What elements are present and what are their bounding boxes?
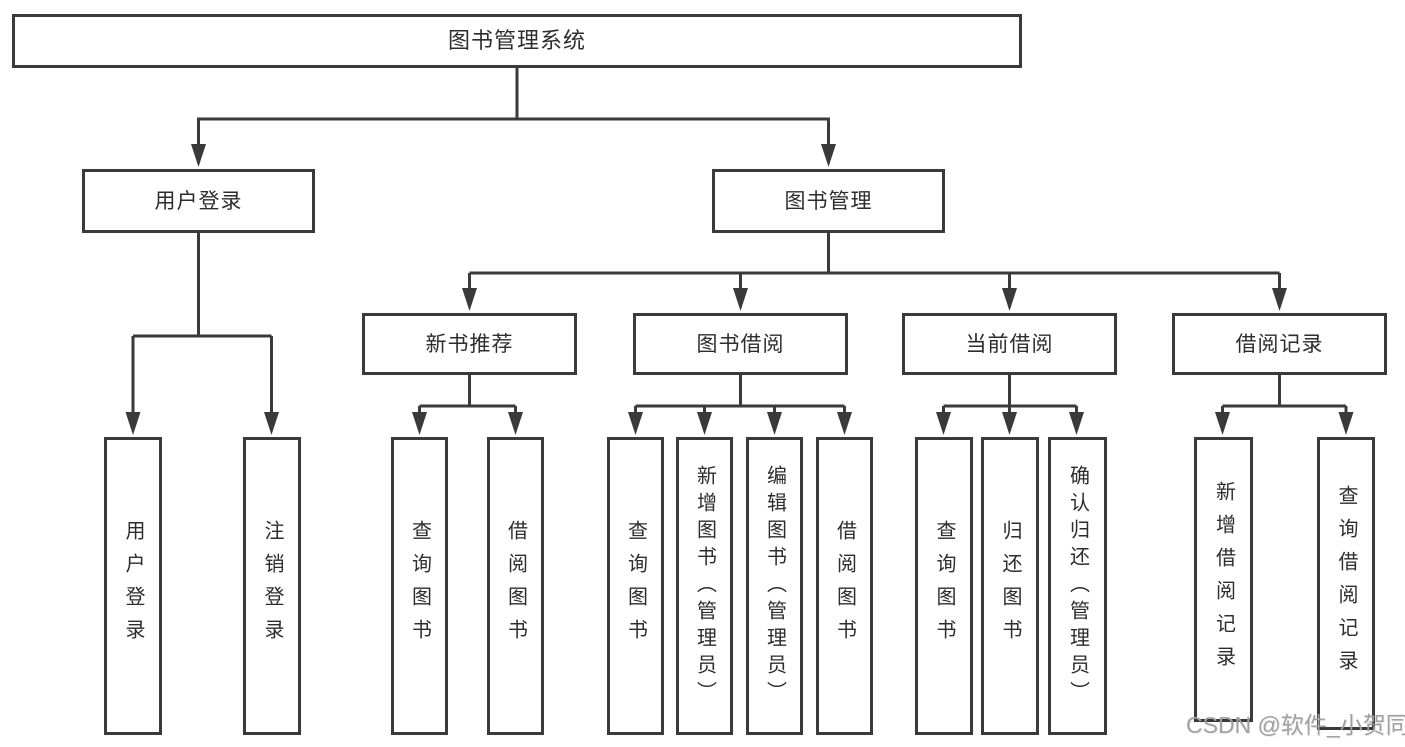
- leaf-label: 查询图书: [624, 520, 647, 652]
- arrow-down-icon: [1215, 412, 1230, 435]
- leaf-label: 查询图书: [408, 520, 431, 652]
- connector-root-to-level2: [197, 67, 830, 148]
- leaf-add-borrow-record: 新增借阅记录: [1194, 437, 1253, 722]
- node-new-book-recommend: 新书推荐: [362, 313, 577, 375]
- arrow-down-icon: [1002, 412, 1017, 435]
- arrow-down-icon: [821, 144, 836, 167]
- arrow-down-icon: [125, 412, 141, 435]
- connector-book-mgmt-to-level3: [468, 233, 1281, 292]
- arrow-down-icon: [1338, 412, 1354, 435]
- node-root-label: 图书管理系统: [447, 28, 586, 53]
- arrow-down-icon: [733, 288, 748, 311]
- connector-user-login-to-leaves: [131, 233, 273, 416]
- arrow-down-icon: [191, 144, 206, 167]
- leaf-label: 借阅图书: [504, 520, 527, 652]
- node-label: 图书管理: [784, 189, 873, 213]
- leaf-confirm-return-admin: 确认归还（管理员）: [1048, 437, 1107, 735]
- leaf-label: 查询图书: [933, 520, 955, 652]
- leaf-user-login: 用户登录: [104, 437, 162, 735]
- connector-book-borrow-to-leaves: [634, 375, 846, 417]
- leaf-borrow-books-recommend: 借阅图书: [487, 437, 544, 735]
- leaf-label: 注销登录: [261, 520, 283, 652]
- connector-new-book-to-leaves: [418, 375, 517, 417]
- leaf-query-books-borrow: 查询图书: [607, 437, 664, 735]
- leaf-query-books-current: 查询图书: [915, 437, 973, 735]
- leaf-logout: 注销登录: [243, 437, 301, 735]
- node-label: 新书推荐: [425, 332, 514, 356]
- leaf-label: 归还图书: [999, 520, 1021, 652]
- arrow-down-icon: [264, 412, 279, 435]
- arrow-down-icon: [1069, 412, 1084, 435]
- arrow-down-icon: [837, 412, 852, 435]
- node-user-login: 用户登录: [82, 169, 315, 233]
- leaf-edit-books-admin: 编辑图书（管理员）: [746, 437, 803, 735]
- leaf-label: 借阅图书: [833, 520, 856, 652]
- leaf-borrow-books: 借阅图书: [816, 437, 873, 735]
- leaf-return-books: 归还图书: [981, 437, 1039, 735]
- arrow-down-icon: [462, 288, 477, 311]
- leaf-query-books-recommend: 查询图书: [391, 437, 448, 735]
- node-label: 当前借阅: [965, 332, 1054, 356]
- leaf-label: 查询借阅记录: [1335, 484, 1357, 683]
- arrow-down-icon: [508, 412, 523, 435]
- node-book-borrow: 图书借阅: [633, 313, 848, 375]
- watermark: CSDN @软件_小贺同学: [1186, 712, 1405, 738]
- node-label: 用户登录: [154, 189, 243, 213]
- leaf-label: 新增借阅记录: [1212, 480, 1235, 679]
- leaf-label: 用户登录: [122, 520, 144, 652]
- arrow-down-icon: [1272, 288, 1287, 311]
- leaf-label: 编辑图书（管理员）: [763, 464, 786, 708]
- node-label: 借阅记录: [1235, 332, 1324, 356]
- connector-current-borrow-to-leaves: [942, 375, 1078, 417]
- leaf-add-books-admin: 新增图书（管理员）: [676, 437, 733, 735]
- leaf-label: 新增图书（管理员）: [693, 464, 716, 708]
- node-current-borrow: 当前借阅: [902, 313, 1117, 375]
- connector-borrow-records-to-leaves: [1221, 375, 1348, 417]
- arrow-down-icon: [1002, 288, 1017, 311]
- arrow-down-icon: [628, 412, 643, 435]
- leaf-label: 确认归还（管理员）: [1066, 464, 1089, 708]
- arrow-down-icon: [936, 412, 951, 435]
- node-borrow-records: 借阅记录: [1172, 313, 1387, 375]
- node-root-system: 图书管理系统: [12, 14, 1022, 68]
- arrow-down-icon: [697, 412, 712, 435]
- node-book-management: 图书管理: [712, 169, 945, 233]
- node-label: 图书借阅: [696, 332, 785, 356]
- leaf-query-borrow-record: 查询借阅记录: [1317, 437, 1375, 730]
- arrow-down-icon: [767, 412, 782, 435]
- arrow-down-icon: [412, 412, 427, 435]
